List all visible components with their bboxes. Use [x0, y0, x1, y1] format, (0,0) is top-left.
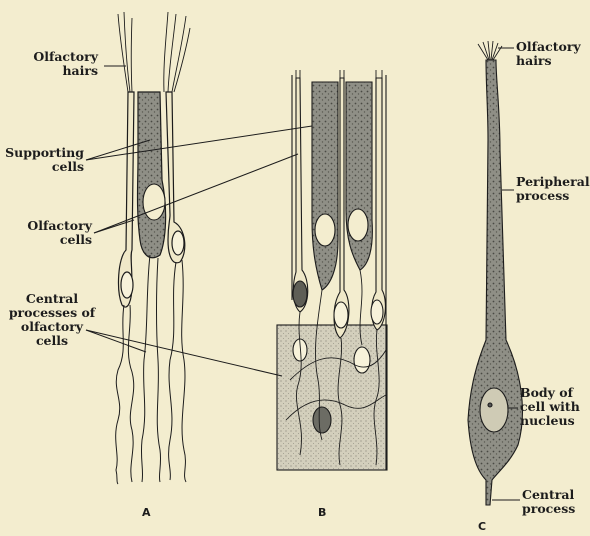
panel-b-olfactory-cell-nucleus-1 [293, 281, 307, 307]
panel-b-drawing [277, 70, 387, 470]
panel-a-drawing [116, 12, 190, 484]
panel-b-olfactory-cell-nucleus-3 [371, 300, 383, 324]
label-central-processes: Central processes of olfactory cells [0, 292, 104, 348]
label-peripheral-process: Peripheral process [516, 175, 590, 203]
panel-b-olfactory-cell-nucleus-5 [313, 407, 331, 433]
panel-a-olfactory-cell-right-nucleus [172, 231, 184, 255]
panel-a-olfactory-hairs [118, 12, 190, 92]
panel-a-supporting-cell [138, 92, 166, 258]
panel-letter-a: A [142, 506, 151, 519]
label-olfactory-hairs-a: Olfactory hairs [6, 50, 98, 78]
panel-b-supporting-cell-1-nucleus [315, 214, 335, 246]
panel-c-nucleus [480, 388, 508, 432]
panel-b-olfactory-cell-nucleus-4 [354, 347, 370, 373]
panel-c-drawing [468, 41, 522, 505]
panel-a-olfactory-cell-left-nucleus [121, 272, 133, 298]
panel-b-supporting-cell-1 [312, 82, 338, 290]
panel-letter-b: B [318, 506, 326, 519]
panel-letter-c: C [478, 520, 486, 533]
label-body-of-cell: Body of cell with nucleus [520, 386, 580, 428]
label-central-process: Central process [522, 488, 575, 516]
panel-b-supporting-cell-2 [346, 82, 372, 270]
panel-b-olfactory-hairs [296, 70, 382, 82]
panel-b-olfactory-cell-nucleus-2 [334, 302, 348, 328]
panel-c-olfactory-hairs [478, 41, 502, 60]
panel-b-supporting-cell-2-nucleus [348, 209, 368, 241]
leader-central-processes-2 [86, 330, 282, 376]
label-supporting-cells: Supporting cells [2, 146, 84, 174]
leader-olfactory-cells-2 [94, 154, 298, 233]
panel-c-olfactory-cell [468, 60, 522, 505]
label-olfactory-hairs-c: Olfactory hairs [516, 40, 581, 68]
leader-supporting-cells-2 [86, 126, 312, 160]
label-olfactory-cells: Olfactory cells [2, 219, 92, 247]
panel-a-supporting-cell-nucleus [143, 184, 165, 220]
